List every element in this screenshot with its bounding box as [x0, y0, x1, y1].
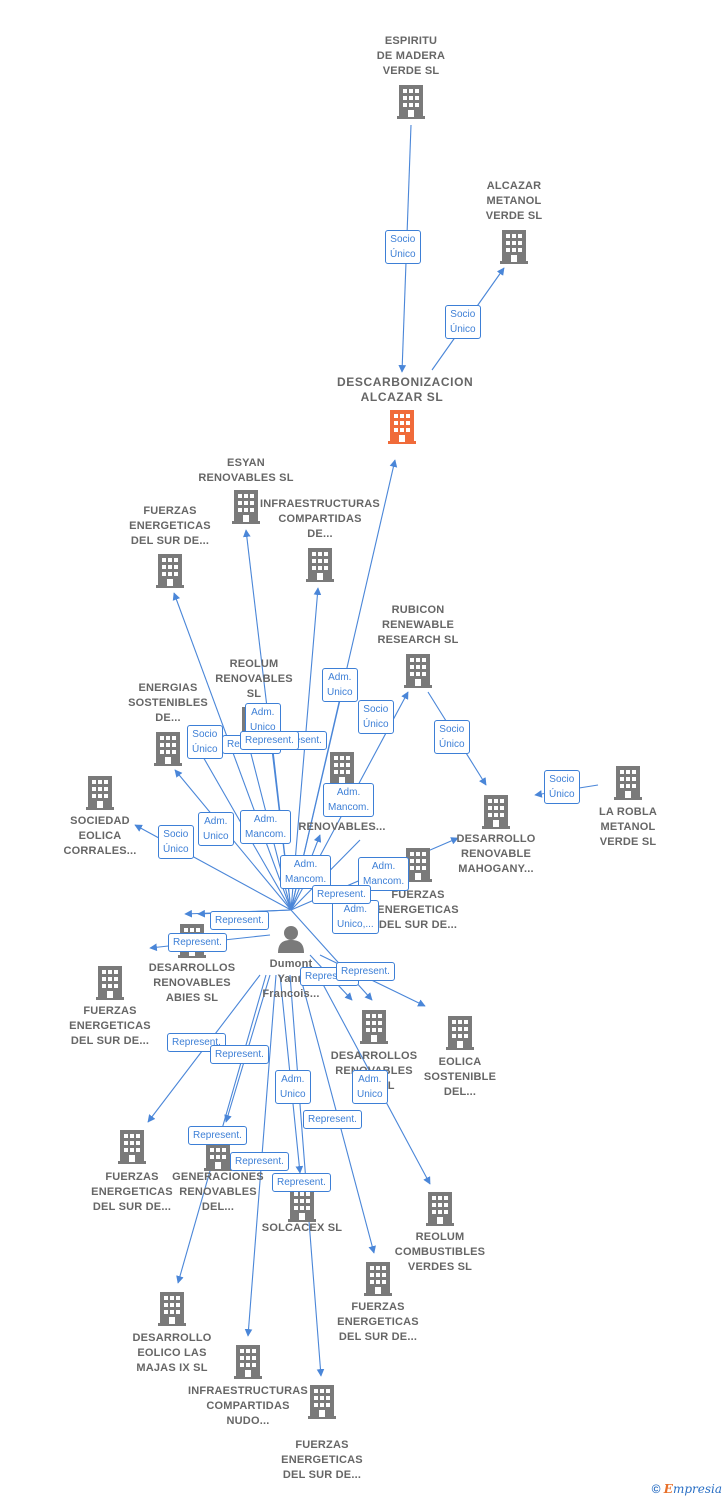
node-label-rubicon[interactable]: RUBICON RENEWABLE RESEARCH SL	[377, 604, 459, 646]
building-icon[interactable]	[614, 766, 642, 800]
building-icon[interactable]	[397, 85, 425, 119]
node-label-fuerzas3[interactable]: FUERZAS ENERGETICAS DEL SUR DE...	[69, 1005, 151, 1047]
role-badge: Represent.	[188, 1126, 247, 1145]
building-icon[interactable]	[328, 752, 356, 786]
building-icon[interactable]	[426, 1192, 454, 1226]
brand-logo: Empresia	[664, 1482, 722, 1496]
role-badge: Socio Único	[434, 720, 470, 754]
role-badge: Adm. Unico,...	[332, 900, 379, 934]
node-label-espiritu[interactable]: ESPIRITU DE MADERA VERDE SL	[376, 35, 446, 77]
node-label-esyan[interactable]: ESYAN RENOVABLES SL	[198, 457, 294, 484]
building-icon[interactable]	[156, 554, 184, 588]
building-icon[interactable]	[118, 1130, 146, 1164]
building-icon[interactable]	[96, 966, 124, 1000]
node-label-solcacex[interactable]: SOLCACEX SL	[261, 1222, 343, 1234]
building-icon[interactable]	[86, 776, 114, 810]
role-badge: Socio Único	[445, 305, 481, 339]
node-label-abies[interactable]: DESARROLLOS RENOVABLES ABIES SL	[148, 962, 236, 1004]
building-icon[interactable]	[288, 1188, 316, 1222]
role-badge: Socio Único	[187, 725, 223, 759]
building-icon[interactable]	[364, 1262, 392, 1296]
node-label-fuerzas1[interactable]: FUERZAS ENERGETICAS DEL SUR DE...	[129, 505, 211, 547]
building-icon[interactable]	[158, 1292, 186, 1326]
node-label-la_robla[interactable]: LA ROBLA METANOL VERDE SL	[598, 806, 658, 848]
copyright-symbol: ©	[651, 1482, 661, 1496]
footer: © Empresia	[652, 1482, 722, 1496]
brand-first-letter: E	[663, 1482, 673, 1496]
building-icon[interactable]	[308, 1385, 336, 1419]
person-icon[interactable]	[277, 925, 305, 953]
node-label-infra1[interactable]: INFRAESTRUCTURAS COMPARTIDAS DE...	[260, 498, 380, 540]
node-label-fuerzas6[interactable]: FUERZAS ENERGETICAS DEL SUR DE...	[281, 1439, 363, 1481]
role-badge: Socio Único	[158, 825, 194, 859]
role-badge: Adm. Unico	[198, 812, 234, 846]
brand-rest: mpresia	[672, 1482, 722, 1496]
role-badge: Represent.	[210, 1045, 269, 1064]
node-label-generaciones[interactable]: GENERACIONES RENOVABLES DEL...	[172, 1171, 264, 1213]
building-icon[interactable]	[500, 230, 528, 264]
node-label-fuerzas4[interactable]: FUERZAS ENERGETICAS DEL SUR DE...	[91, 1171, 173, 1213]
node-label-fuerzas2[interactable]: FUERZAS ENERGETICAS DEL SUR DE...	[377, 889, 459, 931]
role-badge: Represent.	[303, 1110, 362, 1129]
role-badge: Represent.	[336, 962, 395, 981]
role-badge: Represent.	[230, 1152, 289, 1171]
role-badge: Socio Único	[385, 230, 421, 264]
role-badge: Adm. Unico	[352, 1070, 388, 1104]
node-label-infra_nudo[interactable]: INFRAESTRUCTURAS COMPARTIDAS NUDO...	[188, 1385, 308, 1427]
node-label-reolum_ren[interactable]: REOLUM RENOVABLES SL	[215, 658, 293, 700]
role-badge: Represent.	[240, 731, 299, 750]
role-badge: Adm. Unico	[275, 1070, 311, 1104]
role-badge: Represent.	[168, 933, 227, 952]
role-badge: Adm. Unico	[322, 668, 358, 702]
role-badge: Represent.	[312, 885, 371, 904]
node-label-mahogany[interactable]: DESARROLLO RENOVABLE MAHOGANY...	[456, 833, 536, 875]
role-badge: Socio Único	[544, 770, 580, 804]
building-icon[interactable]	[388, 410, 416, 444]
building-icon[interactable]	[306, 548, 334, 582]
node-label-alcazar_metanol[interactable]: ALCAZAR METANOL VERDE SL	[485, 180, 543, 222]
role-badge: Adm. Mancom.	[240, 810, 292, 844]
building-icon[interactable]	[446, 1016, 474, 1050]
node-label-energias_sost[interactable]: ENERGIAS SOSTENIBLES DE...	[128, 682, 208, 724]
node-label-eolico_majas[interactable]: DESARROLLO EOLICO LAS MAJAS IX SL	[132, 1332, 212, 1374]
node-label-dumont[interactable]: Dumont Yann Francois...	[262, 958, 320, 1000]
role-badge: Adm. Mancom.	[280, 855, 332, 889]
role-badge: Adm. Mancom.	[323, 783, 375, 817]
building-icon[interactable]	[234, 1345, 262, 1379]
building-icon[interactable]	[154, 732, 182, 766]
node-label-sociedad_eolica[interactable]: SOCIEDAD EOLICA CORRALES...	[63, 815, 137, 857]
building-icon[interactable]	[360, 1010, 388, 1044]
node-label-fuerzas5[interactable]: FUERZAS ENERGETICAS DEL SUR DE...	[337, 1301, 419, 1343]
role-badge: Represent.	[210, 911, 269, 930]
node-label-eolica_sost[interactable]: EOLICA SOSTENIBLE DEL...	[423, 1056, 497, 1098]
node-label-reolum_comb[interactable]: REOLUM COMBUSTIBLES VERDES SL	[394, 1231, 486, 1273]
building-icon[interactable]	[404, 654, 432, 688]
role-badge: Represent.	[272, 1173, 331, 1192]
role-badge: Socio Único	[358, 700, 394, 734]
node-label-descarbonizacion[interactable]: DESCARBONIZACION ALCAZAR SL	[337, 375, 474, 404]
building-icon[interactable]	[482, 795, 510, 829]
